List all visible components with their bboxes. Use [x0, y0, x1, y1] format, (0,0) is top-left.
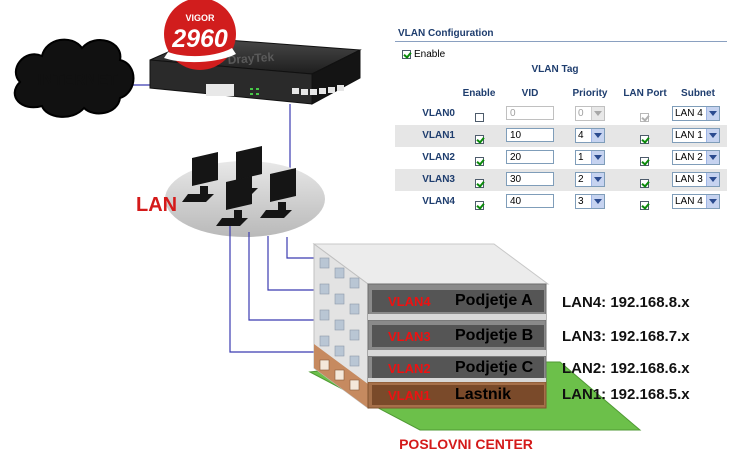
chevron-down-icon: [591, 129, 604, 142]
vid-input[interactable]: 30: [506, 172, 554, 186]
lan-switch-icons: [182, 146, 296, 226]
subnet-value: LAN 2: [675, 152, 703, 163]
subnet-value: LAN 4: [675, 108, 703, 119]
vlan-row: VLAN0 0 0 LAN 4: [395, 103, 727, 125]
priority-select[interactable]: 0: [575, 106, 605, 121]
priority-value: 3: [578, 196, 584, 207]
vlan-enable-checkbox[interactable]: [475, 135, 484, 144]
vlan-row-name: VLAN1: [422, 130, 455, 141]
col-header-priority: Priority: [572, 88, 608, 99]
vlan-row: VLAN4 40 3 LAN 4: [395, 191, 727, 213]
floor-name-label: Podjetje A: [455, 292, 533, 309]
lan-label: LAN: [136, 194, 178, 216]
vlan-row-name: VLAN0: [422, 108, 455, 119]
vlan-config-title: VLAN Configuration: [398, 28, 494, 39]
chevron-down-icon: [706, 151, 719, 164]
vlan-tag-header: VLAN Tag: [531, 64, 579, 75]
chevron-down-icon: [591, 195, 604, 208]
floor-cables: [229, 226, 318, 353]
vlan-enable-toggle[interactable]: Enable: [402, 49, 445, 60]
floor-name-label: Lastnik: [455, 386, 512, 403]
vlan-enable-checkbox[interactable]: [475, 157, 484, 166]
vlan-row: VLAN2 20 1 LAN 2: [395, 147, 727, 169]
subnet-label: LAN4: 192.168.8.x: [562, 294, 690, 311]
subnet-select[interactable]: LAN 1: [672, 128, 720, 143]
chevron-down-icon: [591, 173, 604, 186]
vid-input[interactable]: 0: [506, 106, 554, 120]
priority-value: 1: [578, 152, 584, 163]
model-badge: [164, 0, 236, 70]
col-header-enable: Enable: [462, 88, 496, 99]
floor-name-label: Podjetje C: [455, 359, 534, 376]
subnet-value: LAN 4: [675, 196, 703, 207]
router-ports: [292, 85, 344, 95]
router-model-label: 2960: [172, 25, 228, 53]
chevron-down-icon: [591, 107, 604, 120]
chevron-down-icon: [706, 129, 719, 142]
router-label-plate: [206, 84, 234, 96]
chevron-down-icon: [706, 107, 719, 120]
router-leds: [250, 88, 259, 95]
vlan-enable-label: Enable: [414, 49, 446, 60]
subnet-label: LAN3: 192.168.7.x: [562, 328, 690, 345]
subnet-select[interactable]: LAN 3: [672, 172, 720, 187]
lan-port-checkbox[interactable]: [640, 157, 649, 166]
router-brand-text: DrayTek: [227, 50, 275, 67]
floor-vlan-label: VLAN4: [388, 294, 431, 309]
priority-select[interactable]: 2: [575, 172, 605, 187]
vid-input[interactable]: 20: [506, 150, 554, 164]
vlan-row: VLAN1 10 4 LAN 1: [395, 125, 727, 147]
lan-port-checkbox[interactable]: [640, 113, 649, 122]
vid-input[interactable]: 10: [506, 128, 554, 142]
col-header-subnet: Subnet: [681, 88, 715, 99]
internet-label: INTERNET: [37, 72, 118, 89]
priority-select[interactable]: 3: [575, 194, 605, 209]
vlan-config-panel: VLAN Configuration Enable VLAN Tag Enabl…: [395, 22, 727, 210]
floor-name-label: Podjetje B: [455, 327, 534, 344]
subnet-value: LAN 1: [675, 130, 703, 141]
vlan-enable-checkbox[interactable]: [475, 179, 484, 188]
vlan-row-name: VLAN3: [422, 174, 455, 185]
subnet-label: LAN2: 192.168.6.x: [562, 360, 690, 377]
priority-select[interactable]: 4: [575, 128, 605, 143]
col-header-lan-port: LAN Port: [623, 88, 667, 99]
subnet-select[interactable]: LAN 4: [672, 106, 720, 121]
priority-select[interactable]: 1: [575, 150, 605, 165]
vlan-row: VLAN3 30 2 LAN 3: [395, 169, 727, 191]
vid-input[interactable]: 40: [506, 194, 554, 208]
subnet-value: LAN 3: [675, 174, 703, 185]
router-series-label: VIGOR: [185, 13, 215, 23]
floor-vlan-label: VLAN1: [388, 388, 431, 403]
priority-value: 2: [578, 174, 584, 185]
col-header-vid: VID: [521, 88, 539, 99]
internet-cloud-icon: [13, 38, 135, 118]
building-label: POSLOVNI CENTER: [399, 436, 533, 452]
floor-vlan-label: VLAN2: [388, 361, 431, 376]
building-icon: [312, 243, 550, 409]
subnet-label: LAN1: 192.168.5.x: [562, 386, 690, 403]
lan-port-checkbox[interactable]: [640, 179, 649, 188]
chevron-down-icon: [706, 173, 719, 186]
vlan-enable-checkbox[interactable]: [402, 50, 411, 59]
priority-value: 4: [578, 130, 584, 141]
vlan-row-name: VLAN4: [422, 196, 455, 207]
lan-port-checkbox[interactable]: [640, 201, 649, 210]
priority-value: 0: [578, 108, 584, 119]
title-divider: [395, 41, 727, 42]
subnet-select[interactable]: LAN 2: [672, 150, 720, 165]
floor-vlan-label: VLAN3: [388, 329, 431, 344]
chevron-down-icon: [706, 195, 719, 208]
subnet-select[interactable]: LAN 4: [672, 194, 720, 209]
vlan-enable-checkbox[interactable]: [475, 201, 484, 210]
vlan-row-name: VLAN2: [422, 152, 455, 163]
lan-port-checkbox[interactable]: [640, 135, 649, 144]
chevron-down-icon: [591, 151, 604, 164]
vlan-enable-checkbox[interactable]: [475, 113, 484, 122]
